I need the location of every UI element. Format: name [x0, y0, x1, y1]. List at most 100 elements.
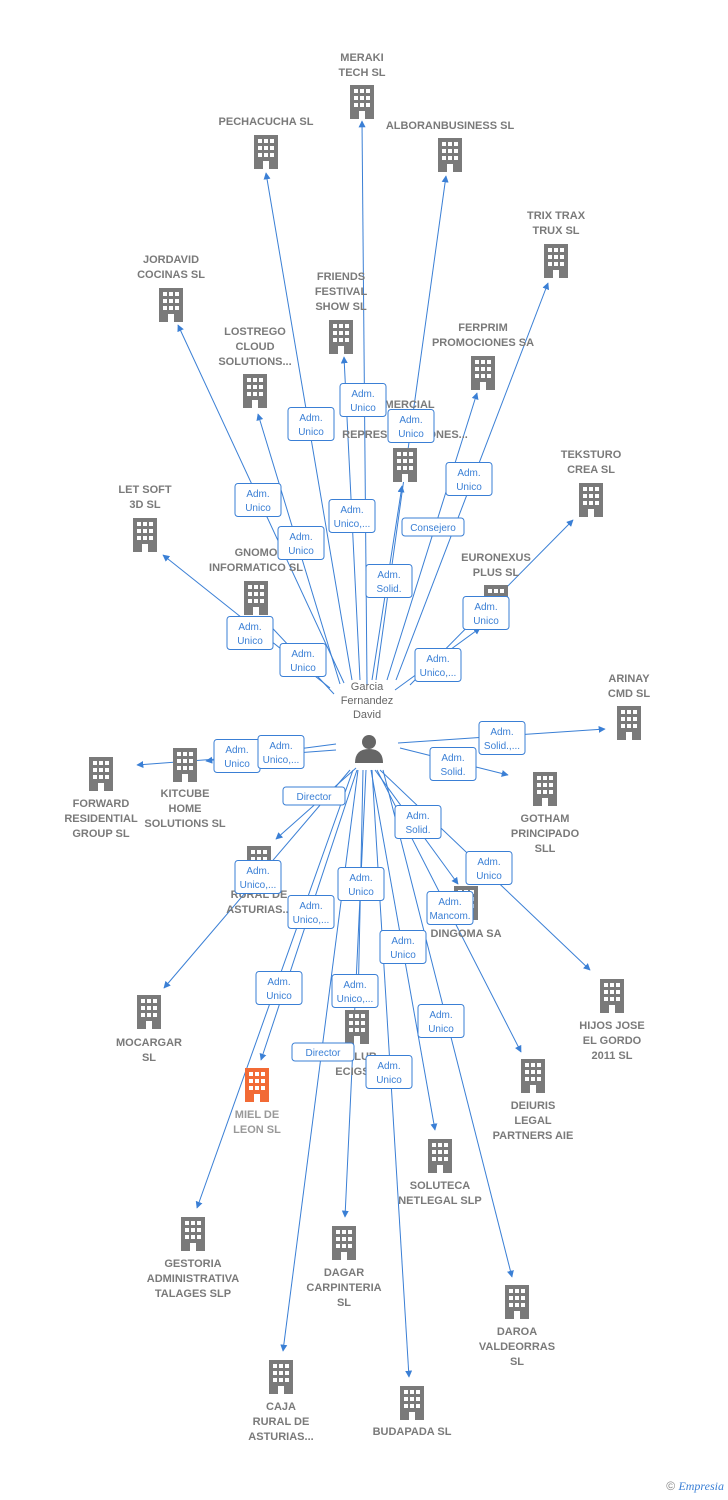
company-label-line: CREA SL	[567, 464, 615, 476]
edge-label-line: Adm.	[291, 649, 314, 660]
edge-label-lostrego[interactable]: Adm.Unico	[277, 526, 325, 560]
company-label-line: HOME	[169, 803, 202, 815]
brand-logo-text[interactable]: Empresia	[678, 1479, 724, 1493]
edge-label-soluteca[interactable]: Adm.Unico	[379, 930, 427, 964]
edge-label-daroa[interactable]: Adm.Unico	[417, 1004, 465, 1038]
edge-label-gestoria[interactable]: Adm.Unico	[255, 971, 303, 1005]
edge-label-line: Adm.	[457, 468, 480, 479]
company-label-line: GOTHAM	[521, 813, 570, 825]
edge-label-meraki[interactable]: Adm.Unico	[339, 383, 387, 417]
edge-label-pechacucha[interactable]: Adm.Unico	[287, 407, 335, 441]
edge-label-euronexus[interactable]: Adm. Unico,...	[414, 648, 462, 682]
edge-label-jordavid[interactable]: Adm.Unico	[234, 483, 282, 517]
edge-label-line: Adm.	[426, 654, 449, 665]
building-icon	[428, 1139, 452, 1173]
edge-label-gotham[interactable]: Adm.Solid.	[429, 747, 477, 781]
company-label-line: TRUX SL	[532, 225, 579, 237]
company-label-line: PRINCIPADO	[511, 828, 580, 840]
edge-label-kitcube[interactable]: Adm.Unico,...	[257, 735, 305, 769]
company-node-pechacucha[interactable]: PECHACUCHA SL	[219, 116, 314, 169]
edge-label-line: Unico,...	[420, 668, 457, 679]
edge-label-letsoft[interactable]: Adm.Unico	[226, 616, 274, 650]
edge-label-forward[interactable]: Adm.Unico	[213, 739, 261, 773]
edge-label-line: Adm.	[438, 897, 461, 908]
edge-label-budapada[interactable]: Adm.Unico	[365, 1055, 413, 1089]
company-label-line: TALAGES SLP	[155, 1288, 231, 1300]
edge-label-ecigs[interactable]: Adm.Unico	[337, 867, 385, 901]
edge-label-caja2[interactable]: Director	[291, 1042, 355, 1062]
building-icon	[544, 244, 568, 278]
company-label-line: TECH SL	[338, 67, 385, 79]
edge-label-box	[426, 891, 474, 925]
edge-label-line: Unico	[390, 950, 416, 961]
company-label-line: ASTURIAS...	[226, 904, 291, 916]
building-icon	[350, 85, 374, 119]
edge-label-mocargar[interactable]: Adm.Unico,...	[234, 860, 282, 894]
edge-label-friends[interactable]: Adm.Unico	[387, 409, 435, 443]
edge-label-dagar[interactable]: Adm.Unico,...	[331, 974, 379, 1008]
company-node-budapada[interactable]: BUDAPADA SL	[373, 1386, 452, 1438]
edge-label-comercial[interactable]: Adm.Solid.	[365, 564, 413, 598]
company-node-alboran[interactable]: ALBORANBUSINESS SL	[386, 120, 515, 172]
edge-label-miel[interactable]: Adm.Unico,...	[287, 895, 335, 929]
edge-label-arinay[interactable]: Adm.Solid.,...	[478, 721, 526, 755]
edge-label-box	[417, 1004, 465, 1038]
company-label-line: SL	[337, 1297, 351, 1309]
edge-label-dingoma[interactable]: Adm.Solid.	[394, 805, 442, 839]
edge-label-ferprim[interactable]: Consejero	[401, 517, 465, 537]
edge-label-line: Adm.	[246, 866, 269, 877]
edge-label-hijos[interactable]: Adm.Unico	[465, 851, 513, 885]
company-label-line: ASTURIAS...	[248, 1431, 313, 1443]
company-label-line: SHOW SL	[315, 301, 367, 313]
edge-label-box	[279, 643, 327, 677]
edge-label-gnomo[interactable]: Adm.Unico	[279, 643, 327, 677]
edge-label-trix[interactable]: Adm.Unico	[445, 462, 493, 496]
company-node-dingoma[interactable]: DINGOMA SA	[430, 886, 502, 940]
edge-label-line: Unico,...	[293, 915, 330, 926]
company-label-line: PECHACUCHA SL	[219, 116, 314, 128]
edge-label-box	[339, 383, 387, 417]
edge-label-deiuris[interactable]: Adm.Mancom.	[426, 891, 474, 925]
edge-label-line: Solid.	[405, 825, 430, 836]
person-name-line: Garcia	[351, 681, 384, 693]
edge-label-box	[365, 564, 413, 598]
edge-label-caja1[interactable]: Director	[282, 786, 346, 806]
company-node-lostrego[interactable]: LOSTREGOCLOUDSOLUTIONS...	[218, 326, 292, 408]
company-label-line: PLUS SL	[473, 567, 520, 579]
building-icon	[245, 1068, 269, 1102]
company-label-line: LEON SL	[233, 1124, 281, 1136]
building-icon	[438, 138, 462, 172]
company-label-line: SL	[510, 1356, 524, 1368]
edge-label-line: Unico	[398, 429, 424, 440]
building-icon	[521, 1059, 545, 1093]
company-label-line: ADMINISTRATIVA	[147, 1273, 240, 1285]
edge-label-box	[287, 407, 335, 441]
edge-label-alboran[interactable]: Adm.Unico,...	[328, 499, 376, 533]
edge-label-teksturo[interactable]: Adm.Unico	[462, 596, 510, 630]
company-label-line: DEIURIS	[511, 1100, 556, 1112]
company-label-line: SOLUTECA	[410, 1180, 471, 1192]
